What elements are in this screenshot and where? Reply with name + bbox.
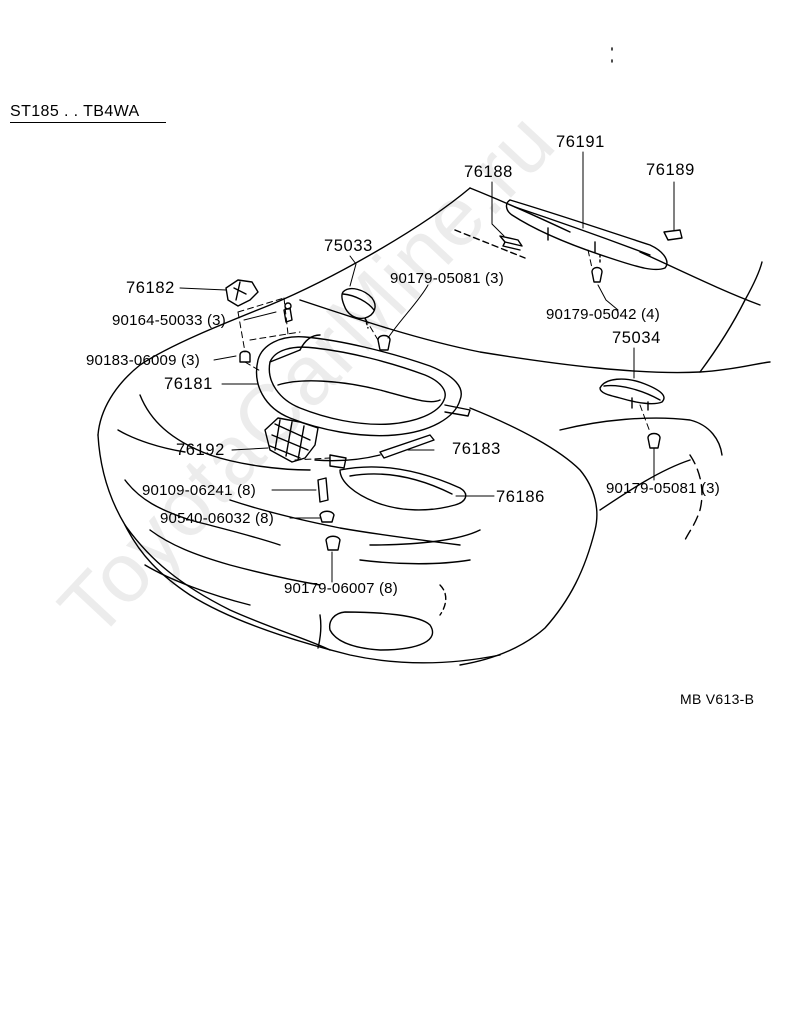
part-76188-clip [499,235,523,251]
part-76189-clip [663,229,683,241]
leader-lines [179,151,675,583]
part-76191-trim [505,199,668,271]
label-75034: 75034 [612,329,661,347]
label-90179-06007: 90179-06007 (8) [284,580,398,597]
label-90179-05042: 90179-05042 (4) [546,306,660,323]
label-90109-06241: 90109-06241 (8) [142,482,256,499]
label-76189: 76189 [646,161,695,179]
label-76186: 76186 [496,488,545,506]
label-90164-50033: 90164-50033 (3) [112,312,226,329]
label-76183: 76183 [452,440,501,458]
figure-code: MB V613-B [680,691,755,707]
label-90179-05081-b: 90179-05081 (3) [606,480,720,497]
header-underline [10,122,166,123]
part-76186-lip [314,454,467,511]
part-75033-cover [341,288,376,329]
fasteners [239,266,661,551]
label-76192: 76192 [176,441,225,459]
label-76188: 76188 [464,163,513,181]
part-76182-bracket [225,279,259,307]
assembly-lines [237,249,651,461]
label-76191: 76191 [556,133,605,151]
model-header: ST185 . . TB4WA [10,103,140,120]
part-76192-mesh [264,417,319,463]
label-90179-05081-a: 90179-05081 (3) [390,270,504,287]
part-76181-frame [255,334,471,437]
label-76182: 76182 [126,279,175,297]
label-75033: 75033 [324,237,373,255]
label-90540-06032: 90540-06032 (8) [160,510,274,527]
part-75034-cover [599,378,665,411]
label-76181: 76181 [164,375,213,393]
part-76183-strip [379,434,435,459]
car-body-outline [97,47,771,666]
label-90183-06009: 90183-06009 (3) [86,352,200,369]
